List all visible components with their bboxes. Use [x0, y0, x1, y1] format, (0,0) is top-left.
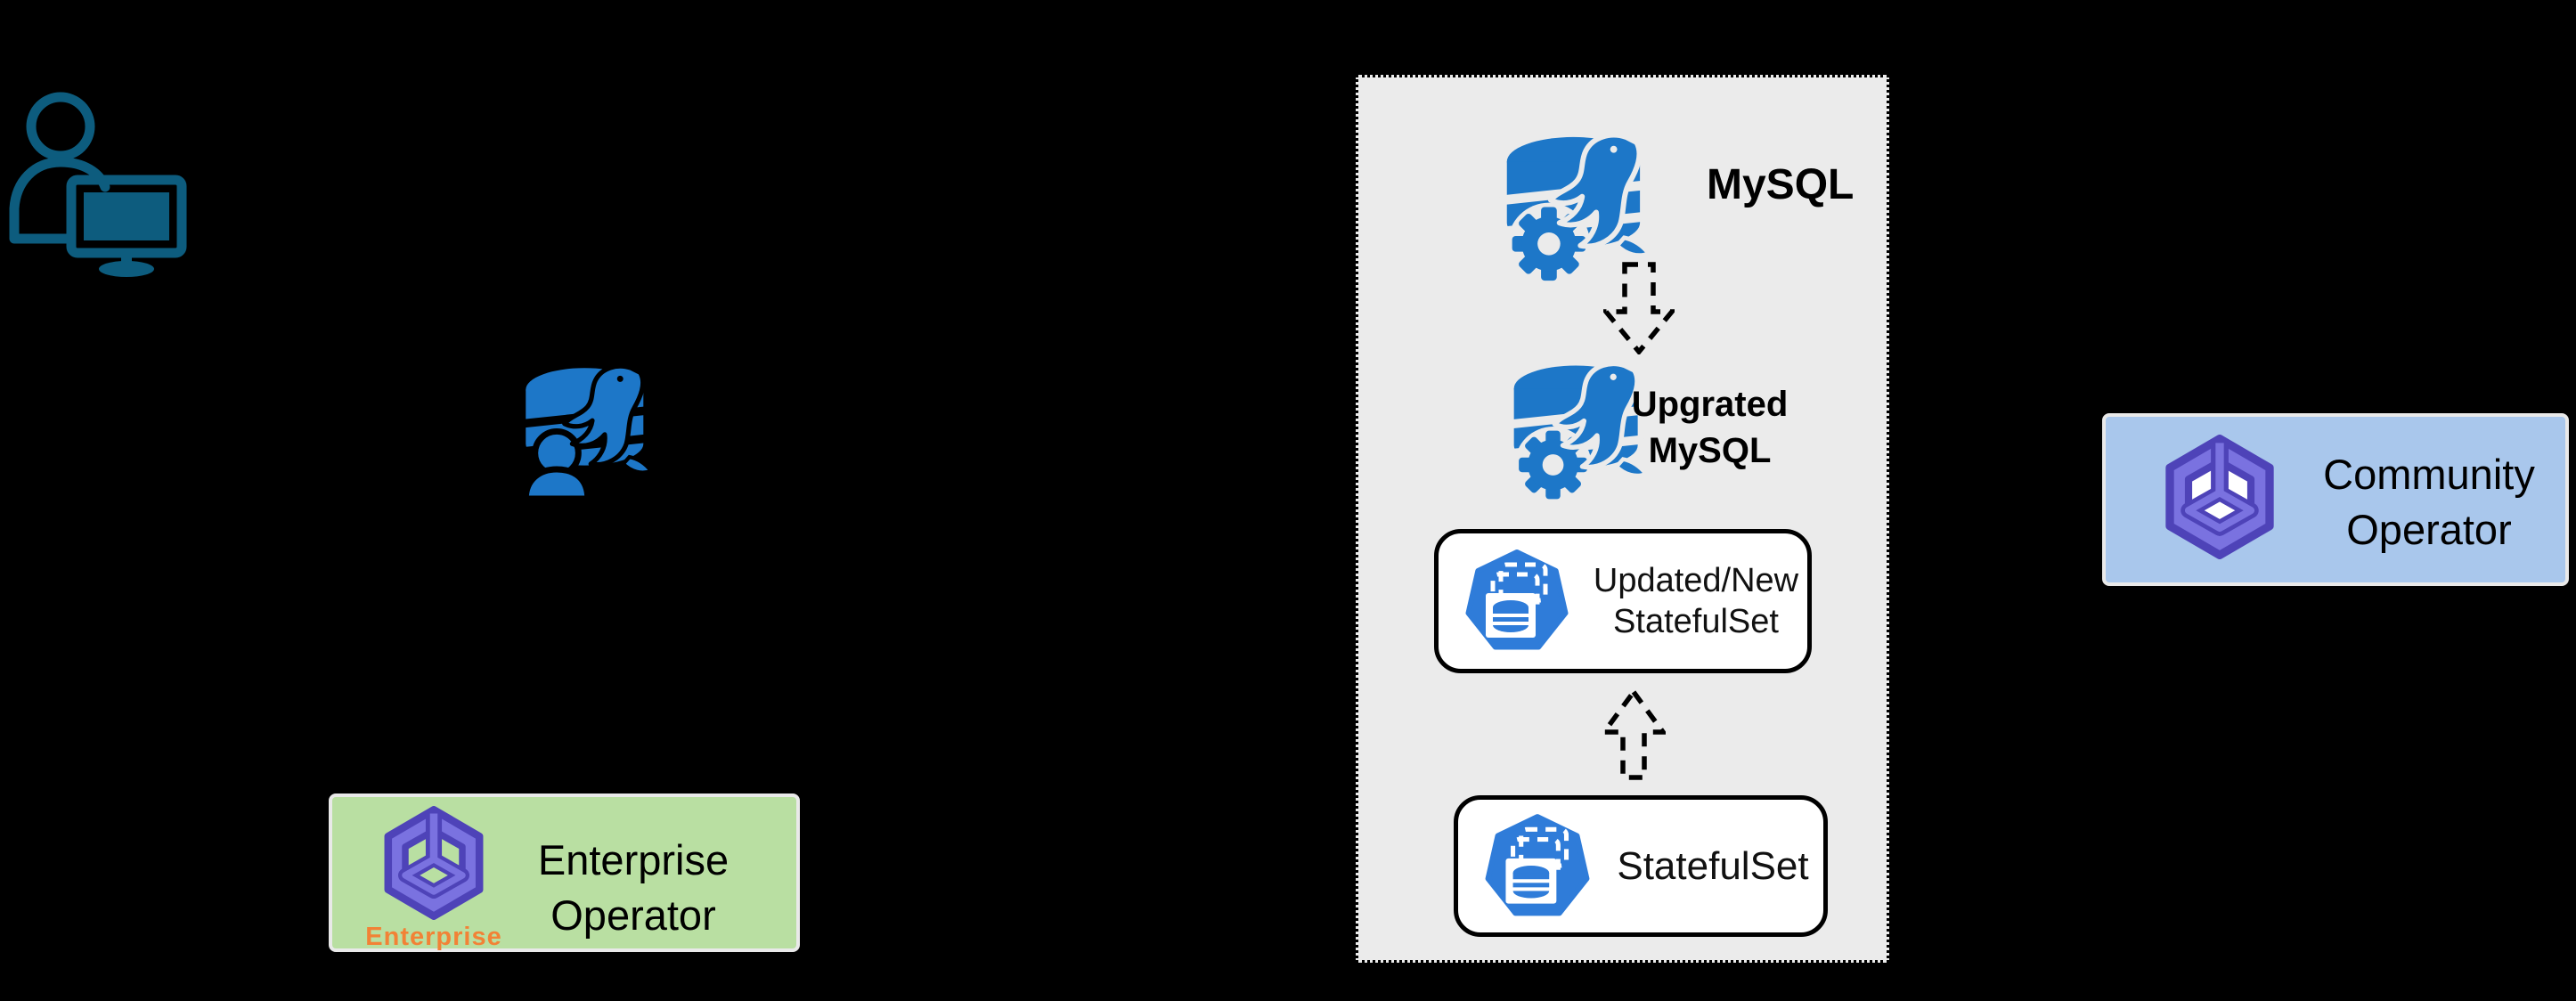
- enterprise-operator-box: Enterprise Enterprise Operator: [329, 793, 800, 952]
- operator-cube-icon: [2157, 435, 2282, 559]
- updated-statefulset-label: Updated/New StatefulSet: [1593, 561, 1799, 640]
- kubernetes-statefulset-icon: [1463, 545, 1570, 657]
- community-operator-label: Community Operator: [2323, 451, 2535, 554]
- arrow-into-enterprise: [485, 631, 534, 805]
- user-at-workstation-icon: [9, 87, 187, 279]
- mysql-user-database-icon: [515, 363, 693, 499]
- enterprise-badge: Enterprise: [365, 923, 502, 951]
- dashed-down-arrow-icon: [1603, 262, 1675, 354]
- mysql-label: MySQL: [1707, 161, 1855, 208]
- upgraded-mysql-label: Upgrated MySQL: [1631, 385, 1789, 470]
- enterprise-operator-label: Enterprise Operator: [537, 836, 730, 940]
- statefulset-label: StatefulSet: [1617, 843, 1809, 888]
- community-operator-box: Community Operator: [2102, 413, 2569, 586]
- updated-statefulset-node: Updated/New StatefulSet: [1434, 529, 1812, 673]
- statefulset-node: StatefulSet: [1454, 795, 1828, 937]
- dashed-up-arrow-icon: [1602, 689, 1666, 780]
- kubernetes-statefulset-icon: [1483, 810, 1592, 924]
